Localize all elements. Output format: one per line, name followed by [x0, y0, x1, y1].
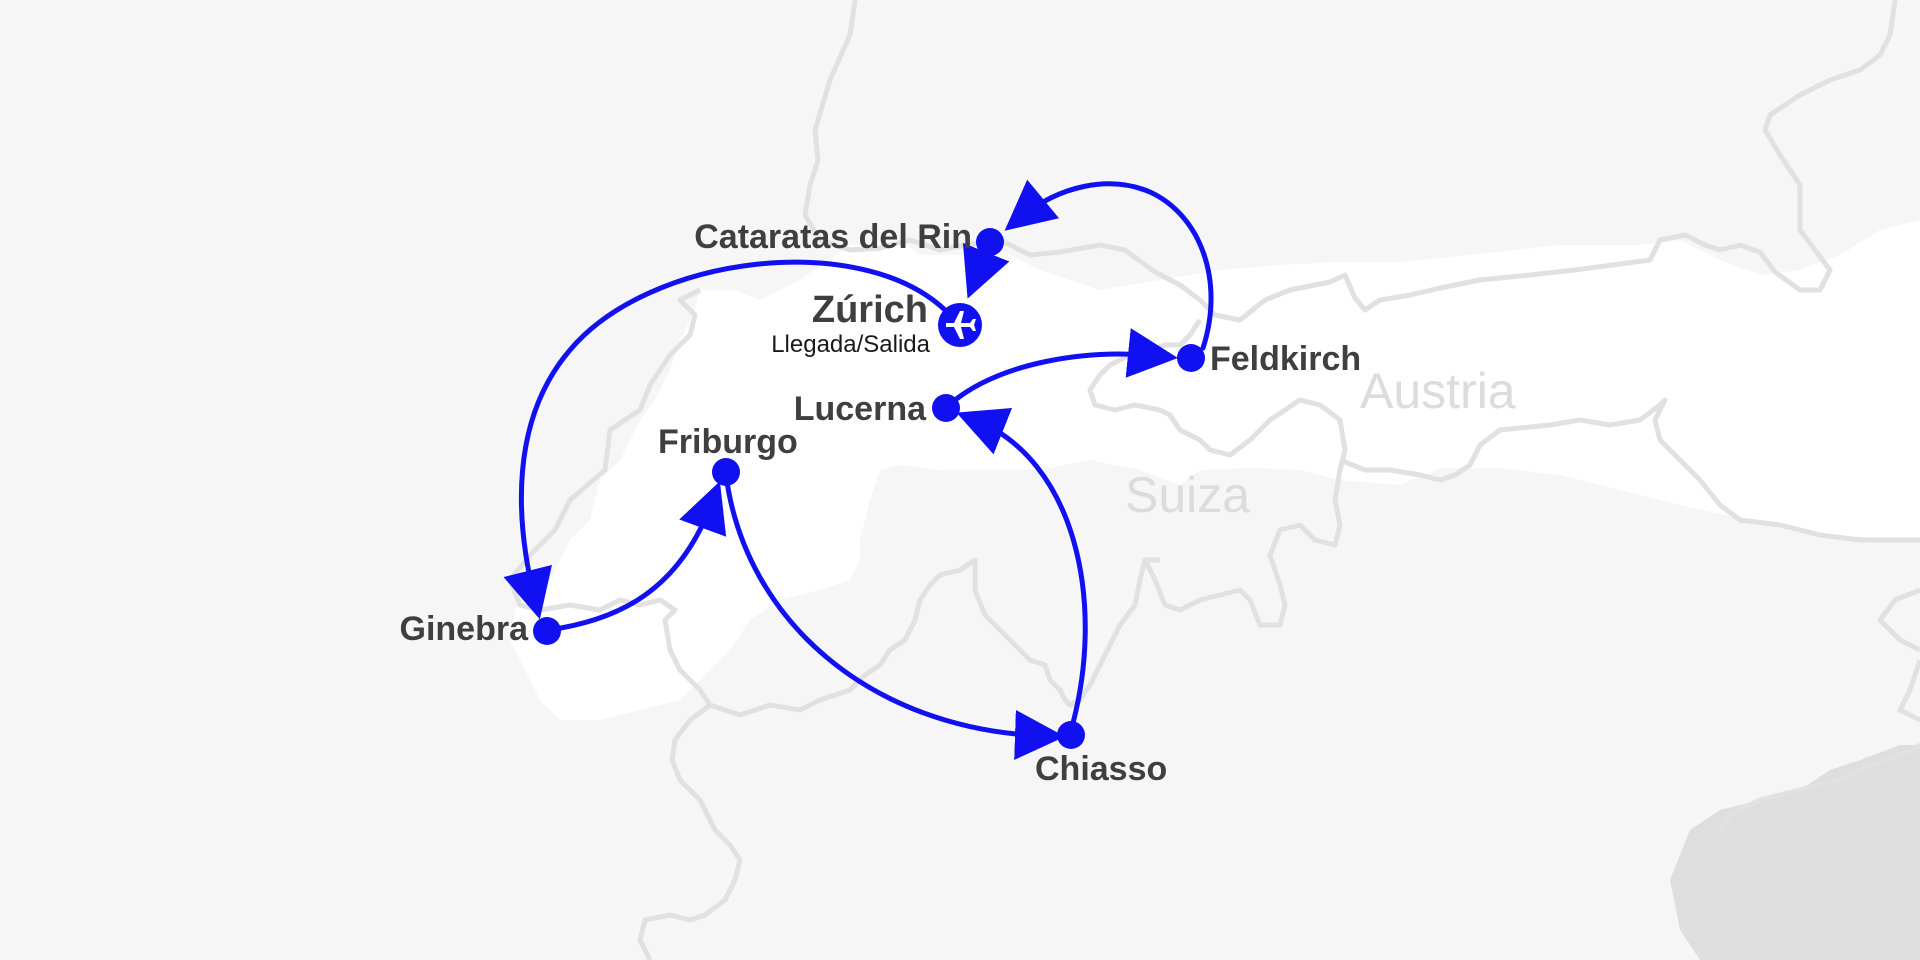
city-label-lucerna: Lucerna [794, 390, 927, 428]
border-north [802, 0, 1898, 323]
land-dark-southeast [1670, 745, 1920, 960]
city-marker-chiasso [1057, 721, 1085, 749]
city-marker-feldkirch [1177, 344, 1205, 372]
city-label-ginebra: Ginebra [400, 610, 530, 648]
route-feldkirch-cataratas [1004, 179, 1214, 351]
border-austria-italy [1339, 397, 1920, 543]
city-label-chiasso: Chiasso [1035, 750, 1167, 788]
city-label-friburgo: Friburgo [658, 423, 798, 461]
city-marker-lucerna [932, 394, 960, 422]
city-note-zurich: Llegada/Salida [771, 331, 930, 358]
border-south-italy [637, 703, 743, 960]
city-marker-ginebra [533, 617, 561, 645]
city-label-feldkirch: Feldkirch [1210, 340, 1361, 378]
route-friburgo-chiasso [723, 472, 1065, 760]
border-east-austria [1877, 587, 1920, 653]
country-label-austria: Austria [1360, 363, 1516, 419]
city-marker-friburgo [712, 458, 740, 486]
route-cataratas-zurich [962, 242, 1010, 299]
city-label-zurich: Zúrich [812, 289, 928, 331]
border-west [507, 287, 1160, 718]
country-label-suiza: Suiza [1125, 467, 1250, 523]
city-marker-cataratas [976, 228, 1004, 256]
border-southeast [1717, 742, 1920, 832]
city-label-cataratas: Cataratas del Rin [694, 218, 972, 256]
border-east-lower [1897, 659, 1920, 723]
land-switzerland-austria [510, 220, 1920, 720]
route-chiasso-lucerna [956, 407, 1088, 726]
border-ticino-grisons [1087, 318, 1348, 628]
route-ginebra-friburgo [545, 481, 727, 633]
city-marker-zurich [938, 303, 982, 347]
airplane-icon [946, 311, 976, 339]
route-zurich-ginebra [503, 259, 948, 620]
route-lucerna-feldkirch [952, 328, 1178, 403]
